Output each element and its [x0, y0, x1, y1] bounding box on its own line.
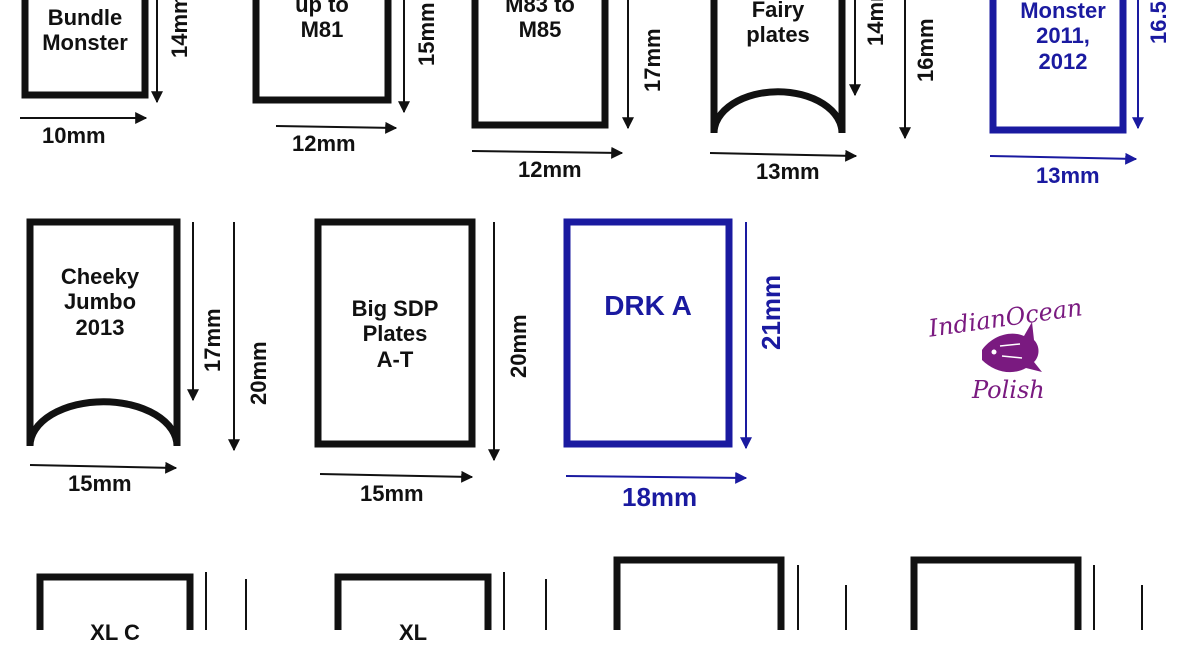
plate-outline-monster-2011-2012: [989, 0, 1127, 134]
width-label-bundle-monster: 10mm: [42, 123, 106, 148]
height-label-big-sdp-plates: 20mm: [506, 314, 531, 378]
plate-outlines: [20, 0, 1144, 630]
plate-label-xl: XL: [398, 620, 428, 645]
plate-outline-bundle-monster: [21, 0, 149, 99]
width-arrow-drk-a: [565, 471, 748, 484]
plate-label-drk-a: DRK A: [604, 290, 692, 321]
plate-outline-drk-a: [563, 218, 733, 448]
plate-outline-unlabeled-2: [910, 556, 1082, 630]
height-label-monster-2011-2012: 16.5: [1146, 1, 1171, 44]
width-arrow-m83-to-m85: [471, 146, 624, 159]
plate-label-xl-c: XL C: [90, 620, 140, 645]
plate-outline-up-to-m81: [252, 0, 392, 104]
height-label-m83-to-m85: 17mm: [640, 28, 665, 92]
width-label-m83-to-m85: 12mm: [518, 157, 582, 182]
height-label-drk-a: 21mm: [756, 274, 786, 350]
plate-outline-big-sdp-plates: [314, 218, 476, 448]
width-arrow-monster-2011-2012: [989, 152, 1138, 165]
width-label-drk-a: 18mm: [622, 482, 698, 512]
plate-outline-xl: [334, 573, 492, 630]
plate-outline-m83-to-m85: [471, 0, 609, 129]
logo-text-polish: Polish: [972, 376, 1045, 404]
height-label-fairy-plates: 16mm: [913, 18, 938, 82]
plate-outline-xl-c: [36, 573, 194, 630]
width-label-cheeky-jumbo-2013: 15mm: [68, 471, 132, 496]
width-arrow-big-sdp-plates: [319, 470, 474, 483]
fish-icon: [982, 322, 1042, 373]
width-label-up-to-m81: 12mm: [292, 131, 356, 156]
height-label-bundle-monster: 14mm: [167, 0, 192, 58]
plate-outline-fairy-plates: [710, 0, 846, 134]
width-arrow-up-to-m81: [275, 121, 398, 134]
height-label-up-to-m81: 15mm: [414, 2, 439, 66]
width-label-fairy-plates: 13mm: [756, 159, 820, 184]
width-label-big-sdp-plates: 15mm: [360, 481, 424, 506]
inner-height-label-fairy-plates: 14mm: [863, 0, 888, 46]
width-arrow-fairy-plates: [709, 149, 858, 162]
inner-height-label-cheeky-jumbo-2013: 17mm: [200, 308, 225, 372]
height-label-cheeky-jumbo-2013: 20mm: [246, 341, 271, 405]
width-label-monster-2011-2012: 13mm: [1036, 163, 1100, 188]
width-arrow-cheeky-jumbo-2013: [29, 461, 178, 474]
plate-outline-cheeky-jumbo-2013: [26, 218, 181, 447]
plate-outline-unlabeled-1: [613, 556, 785, 630]
